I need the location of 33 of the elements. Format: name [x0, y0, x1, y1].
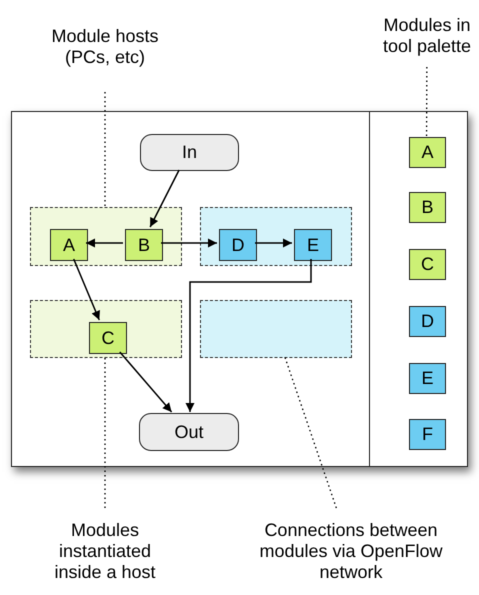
module-box: C: [409, 249, 446, 280]
annotation-label: Module hosts (PCs, etc): [30, 2, 180, 92]
annotation-label: Modules in tool palette: [375, 5, 479, 67]
module-box: E: [409, 363, 446, 394]
module-box: B: [409, 192, 446, 223]
leader-line: [426, 67, 428, 136]
leader-line: [284, 356, 337, 508]
host-region: [200, 300, 352, 358]
terminal-box: Out: [139, 413, 239, 451]
module-box: A: [50, 229, 88, 261]
host-region: [200, 207, 352, 266]
module-box: D: [409, 306, 446, 337]
module-box: A: [409, 137, 446, 168]
module-box: B: [125, 229, 163, 261]
leader-line: [104, 92, 106, 206]
arrow: [186, 259, 312, 412]
arrow: [86, 238, 123, 248]
arrow: [255, 238, 292, 248]
terminal-box: In: [140, 134, 239, 171]
host-region: [30, 207, 182, 266]
annotation-label: Modules instantiated inside a host: [40, 508, 170, 594]
module-box: C: [89, 322, 127, 354]
module-box: F: [409, 419, 446, 450]
frame-panel: [11, 111, 468, 467]
annotation-label: Connections between modules via OpenFlow network: [240, 508, 462, 594]
arrow: [161, 238, 217, 248]
arrow: [149, 170, 180, 228]
host-region: [30, 300, 182, 358]
arrow: [73, 258, 100, 320]
module-box: E: [294, 229, 332, 261]
leader-line: [104, 357, 106, 508]
module-box: D: [219, 229, 257, 261]
arrow: [119, 352, 172, 412]
